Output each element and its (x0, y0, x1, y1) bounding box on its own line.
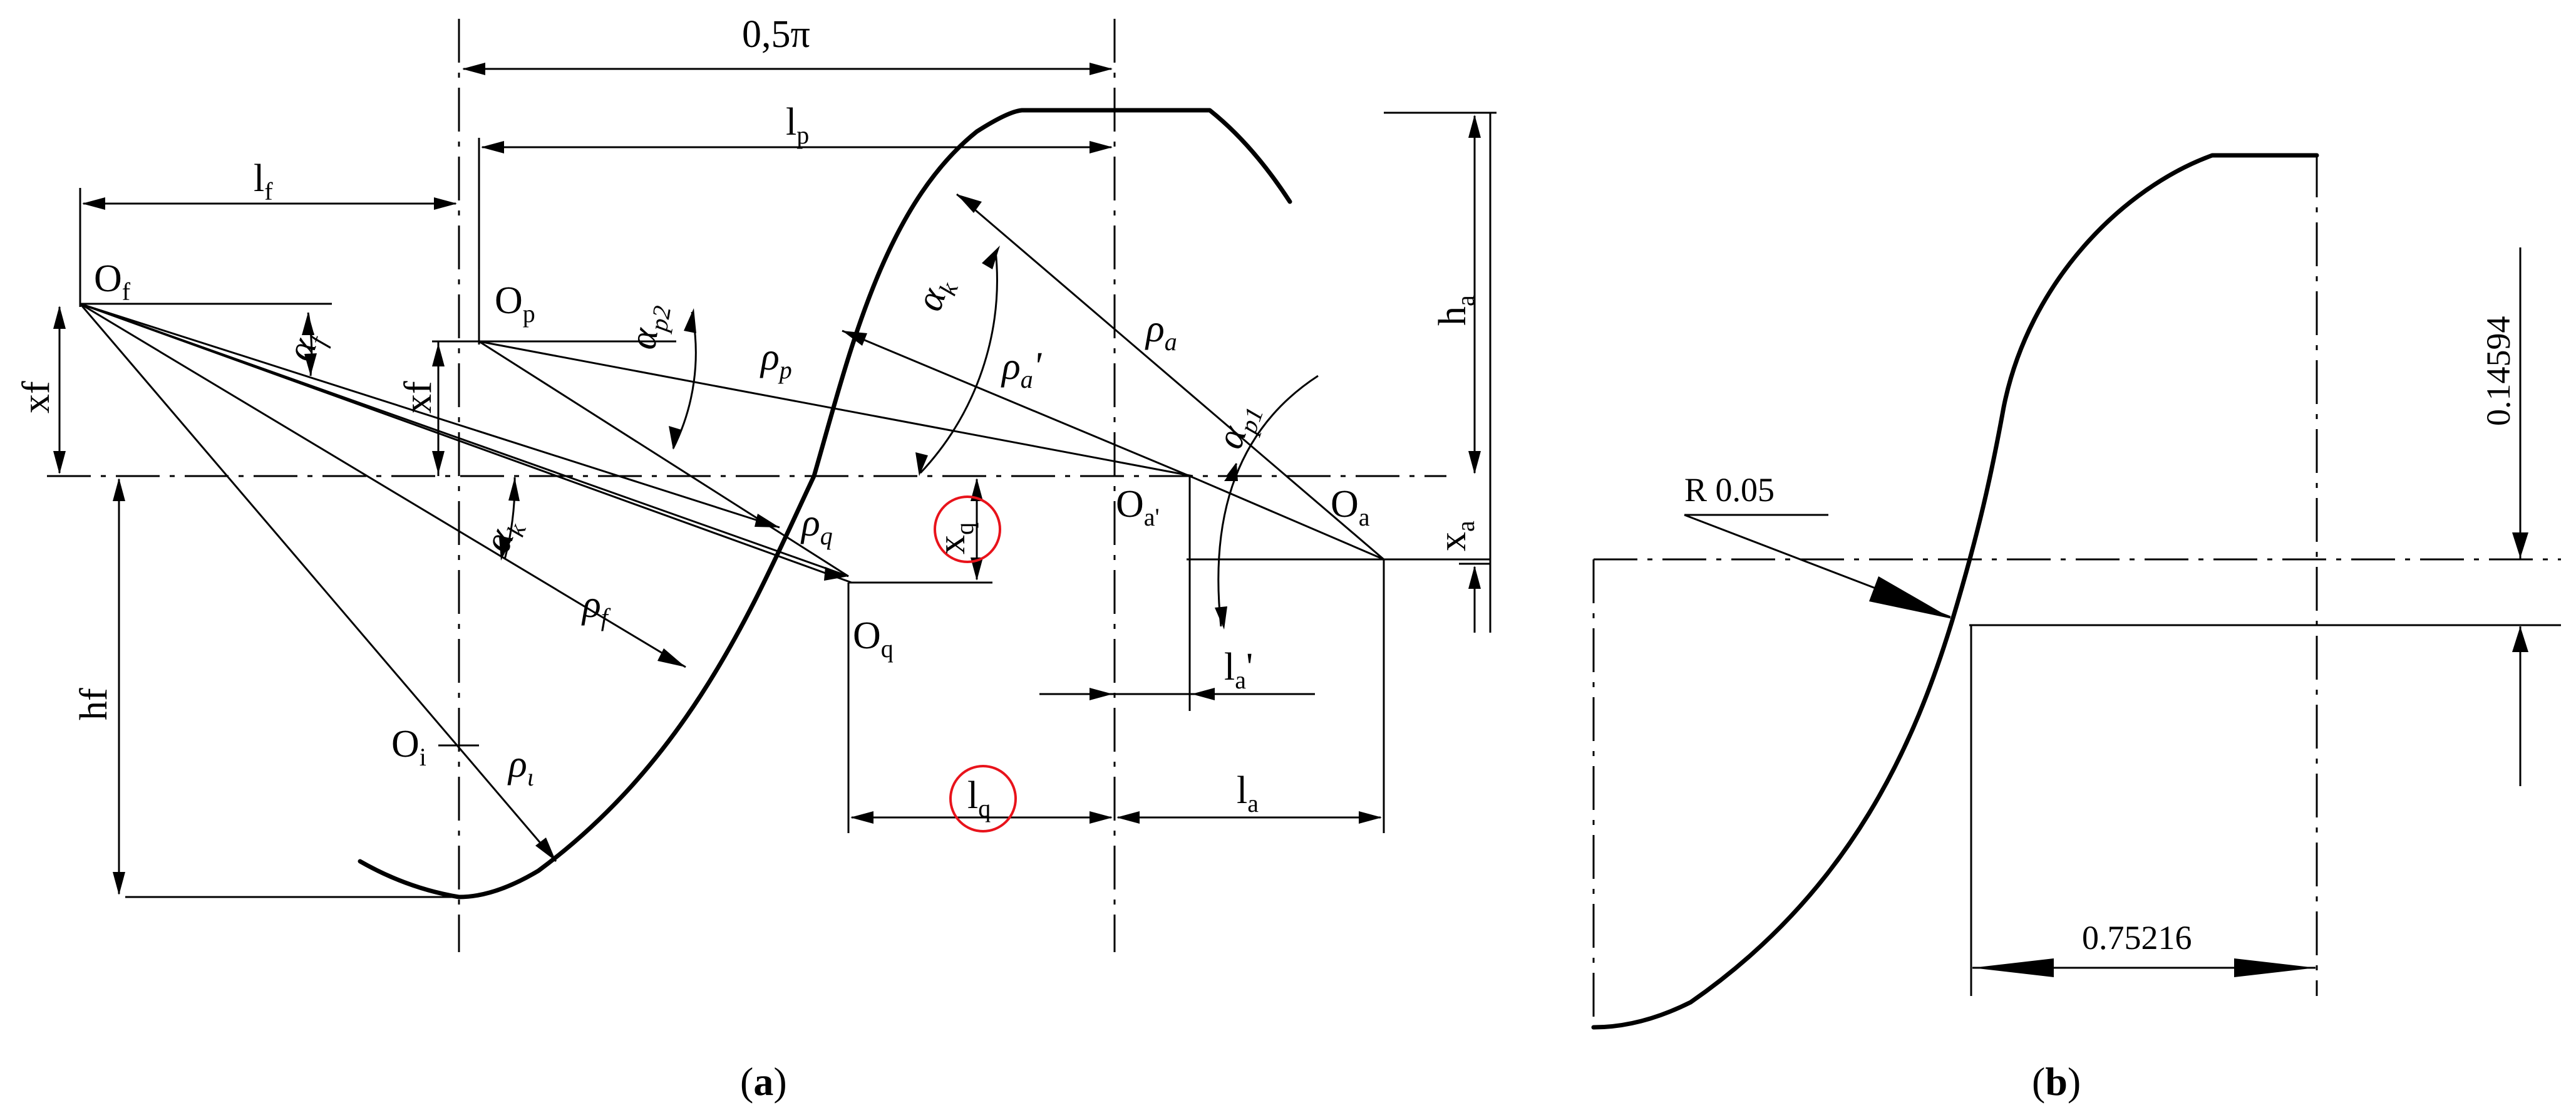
tooth-profile (358, 108, 1292, 900)
label-lp: lp (786, 101, 809, 149)
label-alpha-p1: αp1 (1208, 397, 1269, 456)
reference-lines (80, 112, 1497, 898)
radius-label: R 0.05 (1684, 471, 1775, 509)
highlight-xq (934, 495, 1001, 563)
label-ha: ha (1431, 295, 1480, 326)
label-rho-p: ρp (760, 336, 792, 384)
label-la: la (1237, 769, 1259, 817)
extension-lines (79, 113, 1492, 833)
panel-b: 0.14594 0.75216 R 0.05 (b) (1591, 153, 2561, 1104)
label-rho-i: ρι (507, 743, 534, 791)
highlight-lq (949, 765, 1017, 832)
label-rho-q: ρq (800, 502, 833, 550)
label-alpha-k-left: αk (475, 512, 532, 559)
label-hf: hf (73, 688, 115, 720)
radius-arrowhead-b (1869, 576, 1952, 619)
label-xf-2: xf (397, 381, 440, 413)
caption-b: (b) (2032, 1059, 2081, 1104)
radius-lines (79, 193, 1384, 862)
label-oq: Oq (853, 615, 894, 663)
label-oi: Oi (391, 723, 426, 771)
label-rho-f: ρf (581, 583, 611, 631)
label-xq: xq (930, 522, 979, 554)
label-rho-a: ρa (1145, 308, 1177, 356)
label-la-prime: la' (1224, 646, 1253, 694)
label-xf: xf (15, 381, 58, 413)
label-rho-a-prime: ρa' (1001, 345, 1043, 393)
height-value: 0.14594 (2480, 316, 2517, 427)
dimension-lines (53, 63, 1481, 895)
label-lq: lq (967, 774, 991, 822)
label-oa: Oa (1331, 483, 1370, 531)
angle-arcs (302, 246, 1319, 630)
label-xa: xa (1431, 521, 1480, 551)
label-of: Of (94, 257, 131, 306)
label-half-pi: 0,5π (742, 13, 810, 56)
label-op: Op (495, 279, 535, 328)
panel-a: 0,5π lf lp Of Op Oq Oi Oa Oa' xf xf hf h… (15, 13, 1497, 1104)
label-lf: lf (254, 157, 273, 205)
caption-a: (a) (740, 1059, 787, 1104)
label-alpha-k-top: αk (907, 271, 964, 318)
tooth-profile-b (1591, 153, 2319, 1030)
label-alpha-p2: αp2 (621, 300, 676, 353)
width-value: 0.75216 (2082, 919, 2192, 957)
radius-arrows (535, 194, 982, 861)
label-oa-prime: Oa' (1116, 483, 1160, 531)
